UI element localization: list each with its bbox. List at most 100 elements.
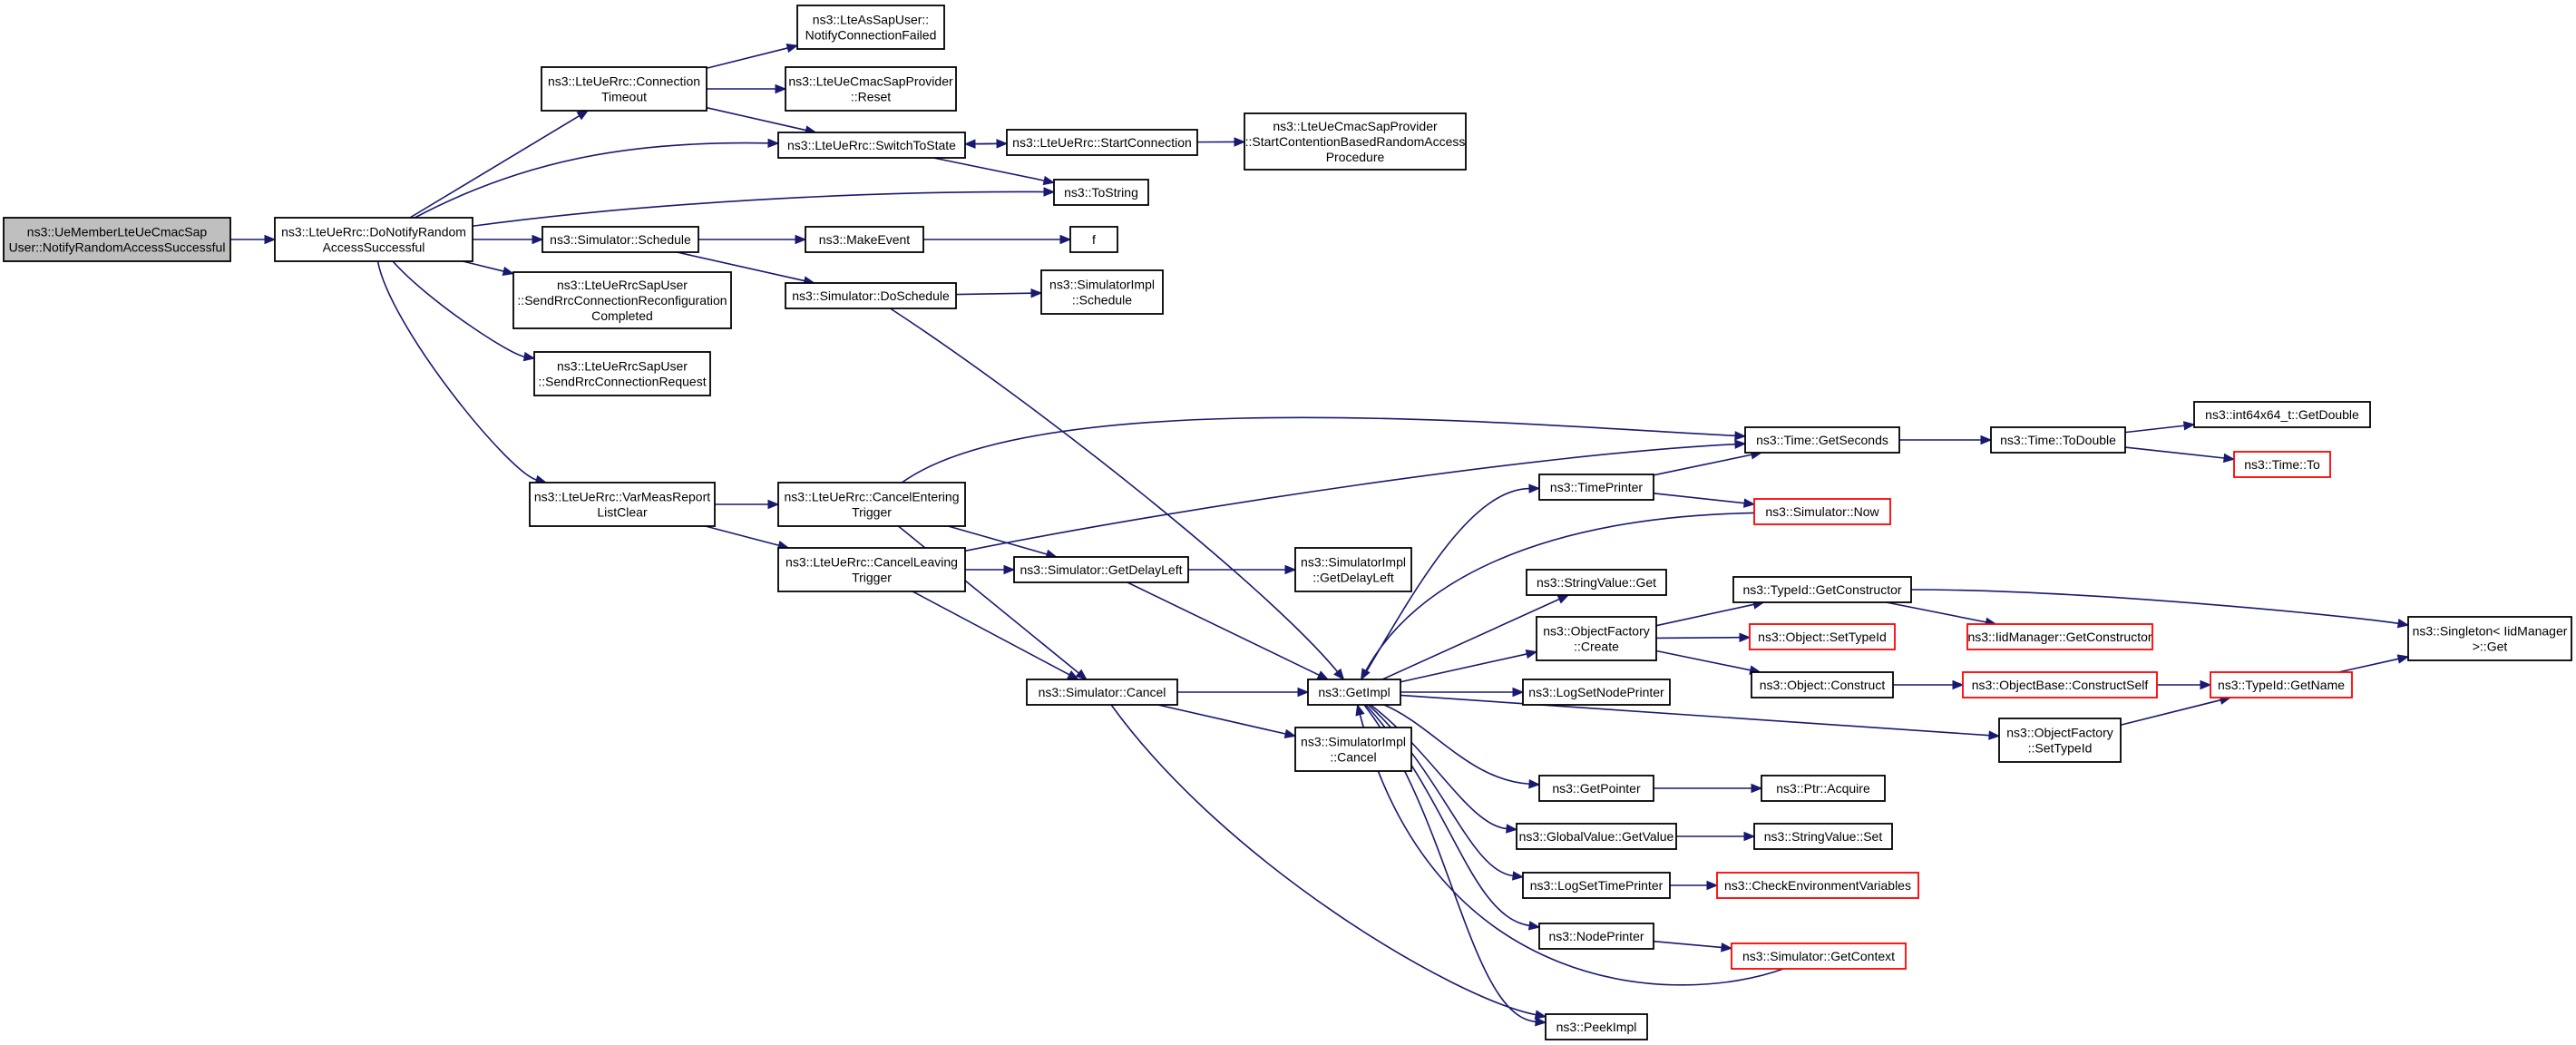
- node-box: [785, 282, 957, 309]
- node-sendreconf[interactable]: ns3::LteUeRrcSapUser::SendRrcConnectionR…: [512, 271, 732, 329]
- node-label: ::SendRrcConnectionRequest: [538, 375, 706, 389]
- node-simnow[interactable]: ns3::Simulator::Now: [1753, 498, 1891, 525]
- edge-arrowhead: [1528, 483, 1541, 493]
- node-singletonget[interactable]: ns3::Singleton< IidManager >::Get: [2407, 616, 2572, 661]
- node-box: [1516, 823, 1677, 850]
- node-stringvalueset[interactable]: ns3::StringValue::Set: [1753, 823, 1893, 850]
- node-box: [1006, 129, 1198, 156]
- node-box: [1522, 872, 1671, 899]
- node-label: ns3::LteUeRrcSapUser: [557, 278, 688, 292]
- node-objfactorycreate[interactable]: ns3::ObjectFactory::Create: [1536, 616, 1657, 661]
- node-stringvalueget[interactable]: ns3::StringValue::Get: [1526, 569, 1667, 596]
- node-box: [777, 547, 966, 592]
- node-typeidgetname[interactable]: ns3::TypeId::GetName: [2210, 671, 2353, 698]
- node-switchtostate[interactable]: ns3::LteUeRrc::SwitchToState: [777, 132, 966, 159]
- edge-arrowhead: [1316, 670, 1330, 680]
- node-donotify[interactable]: ns3::LteUeRrc::DoNotifyRandomAccessSucce…: [274, 217, 473, 262]
- edge-getimpl-to-globalvalue: [1370, 704, 1508, 830]
- node-nodeprinter[interactable]: ns3::NodePrinter: [1538, 923, 1654, 950]
- node-box: [274, 217, 473, 262]
- node-int64getdouble[interactable]: ns3::int64x64_t::GetDouble: [2193, 401, 2371, 428]
- node-globalvalue[interactable]: ns3::GlobalValue::GetValue: [1516, 823, 1677, 850]
- node-iidgetctor[interactable]: ns3::IidManager::GetConstructor: [1966, 623, 2153, 650]
- node-box: [542, 226, 699, 253]
- node-label: NotifyConnectionFailed: [805, 28, 937, 43]
- edge-arrowhead: [2396, 654, 2410, 664]
- node-impldelayleft[interactable]: ns3::SimulatorImpl::GetDelayLeft: [1294, 547, 1412, 592]
- node-label: Timeout: [601, 90, 647, 104]
- node-implschedule[interactable]: ns3::SimulatorImpl::Schedule: [1040, 269, 1164, 315]
- node-doschedule[interactable]: ns3::Simulator::DoSchedule: [785, 282, 957, 309]
- node-getcontext[interactable]: ns3::Simulator::GetContext: [1731, 942, 1907, 970]
- node-label: ns3::NodePrinter: [1548, 929, 1644, 943]
- node-label: ListClear: [597, 505, 648, 520]
- node-timetodouble[interactable]: ns3::Time::ToDouble: [1990, 426, 2126, 454]
- node-cancel[interactable]: ns3::Simulator::Cancel: [1026, 679, 1178, 706]
- node-logtimeprinter[interactable]: ns3::LogSetTimePrinter: [1522, 872, 1671, 899]
- edge-arrowhead: [502, 266, 515, 277]
- node-box: [541, 66, 707, 112]
- edge-arrowhead: [1743, 498, 1756, 508]
- edge-arrowhead: [576, 110, 590, 121]
- node-gettimeprinter[interactable]: ns3::TimePrinter: [1538, 474, 1654, 501]
- edge-arrowhead: [1283, 728, 1297, 739]
- node-peekimpl[interactable]: ns3::PeekImpl: [1545, 1013, 1648, 1040]
- node-label: ns3::IidManager::GetConstructor: [1967, 630, 2152, 644]
- node-label: ns3::SimulatorImpl: [1301, 555, 1406, 570]
- node-box: [1307, 679, 1401, 706]
- node-label: AccessSuccessful: [323, 240, 425, 255]
- node-getpointer[interactable]: ns3::GetPointer: [1538, 775, 1654, 802]
- node-checkenv[interactable]: ns3::CheckEnvironmentVariables: [1716, 872, 1919, 899]
- node-tostring[interactable]: ns3::ToString: [1053, 179, 1149, 206]
- edge-cancel-to-peekimpl: [1110, 704, 1537, 1016]
- node-label: ns3::ObjectFactory: [1543, 624, 1650, 639]
- node-box: [1749, 623, 1896, 650]
- node-objsettypeid[interactable]: ns3::Object::SetTypeId: [1749, 623, 1896, 650]
- node-timeto[interactable]: ns3::Time::To: [2233, 451, 2331, 478]
- node-ptracquire[interactable]: ns3::Ptr::Acquire: [1761, 775, 1886, 802]
- node-box: [2407, 616, 2572, 661]
- node-schedule[interactable]: ns3::Simulator::Schedule: [542, 226, 699, 253]
- node-box: [1751, 671, 1894, 698]
- node-typeidgetctor[interactable]: ns3::TypeId::GetConstructor: [1732, 576, 1912, 603]
- node-makeevent[interactable]: ns3::MakeEvent: [805, 226, 924, 253]
- node-root[interactable]: ns3::UeMemberLteUeCmacSapUser::NotifyRan…: [3, 217, 231, 262]
- node-box: [1753, 823, 1893, 850]
- node-sendreq[interactable]: ns3::LteUeRrcSapUser::SendRrcConnectionR…: [533, 351, 711, 396]
- node-startconn[interactable]: ns3::LteUeRrc::StartConnection: [1006, 129, 1198, 156]
- edge-arrowhead: [1535, 1016, 1547, 1027]
- node-label: ns3::Ptr::Acquire: [1776, 781, 1870, 796]
- edge-arrowhead: [1721, 942, 1733, 952]
- node-cmacreset[interactable]: ns3::LteUeCmacSapProvider::Reset: [785, 66, 957, 112]
- node-label: ns3::Simulator::Cancel: [1039, 685, 1166, 699]
- node-label: ns3::StringValue::Get: [1537, 575, 1656, 590]
- edge-getimpl-to-objfactorysettypeid: [1400, 694, 1990, 737]
- edge-arrowhead: [2182, 421, 2196, 431]
- node-label: ns3::LteUeCmacSapProvider: [788, 74, 953, 89]
- node-f[interactable]: f: [1069, 226, 1118, 253]
- node-getdelayleft[interactable]: ns3::Simulator::GetDelayLeft: [1013, 556, 1189, 583]
- node-timegetseconds[interactable]: ns3::Time::GetSeconds: [1744, 426, 1900, 454]
- node-box: [1026, 679, 1178, 706]
- node-objbaseconstruct[interactable]: ns3::ObjectBase::ConstructSelf: [1962, 671, 2158, 698]
- node-notifyfailed[interactable]: ns3::LteAsSapUser::NotifyConnectionFaile…: [796, 5, 945, 50]
- node-label: ns3::LteUeRrcSapUser: [557, 359, 688, 374]
- node-box: [1536, 616, 1657, 661]
- node-label: ns3::SimulatorImpl: [1301, 735, 1406, 749]
- edge-arrowhead: [1527, 921, 1541, 931]
- node-objfactorysettypeid[interactable]: ns3::ObjectFactory::SetTypeId: [1998, 718, 2122, 763]
- edge-arrowhead: [795, 234, 807, 245]
- edge-getcontext-to-getimpl: [1359, 714, 1784, 986]
- node-implcancel[interactable]: ns3::SimulatorImpl::Cancel: [1294, 727, 1412, 772]
- node-startcontention[interactable]: ns3::LteUeCmacSapProvider::StartContenti…: [1244, 112, 1467, 171]
- node-lognodeprinter[interactable]: ns3::LogSetNodePrinter: [1522, 679, 1671, 706]
- edge-conntimeout-to-notifyfailed: [706, 47, 788, 70]
- node-getimpl[interactable]: ns3::GetImpl: [1307, 679, 1401, 706]
- node-objconstruct[interactable]: ns3::Object::Construct: [1751, 671, 1894, 698]
- node-label: ns3::Simulator::DoSchedule: [792, 288, 950, 303]
- node-box: [1538, 775, 1654, 802]
